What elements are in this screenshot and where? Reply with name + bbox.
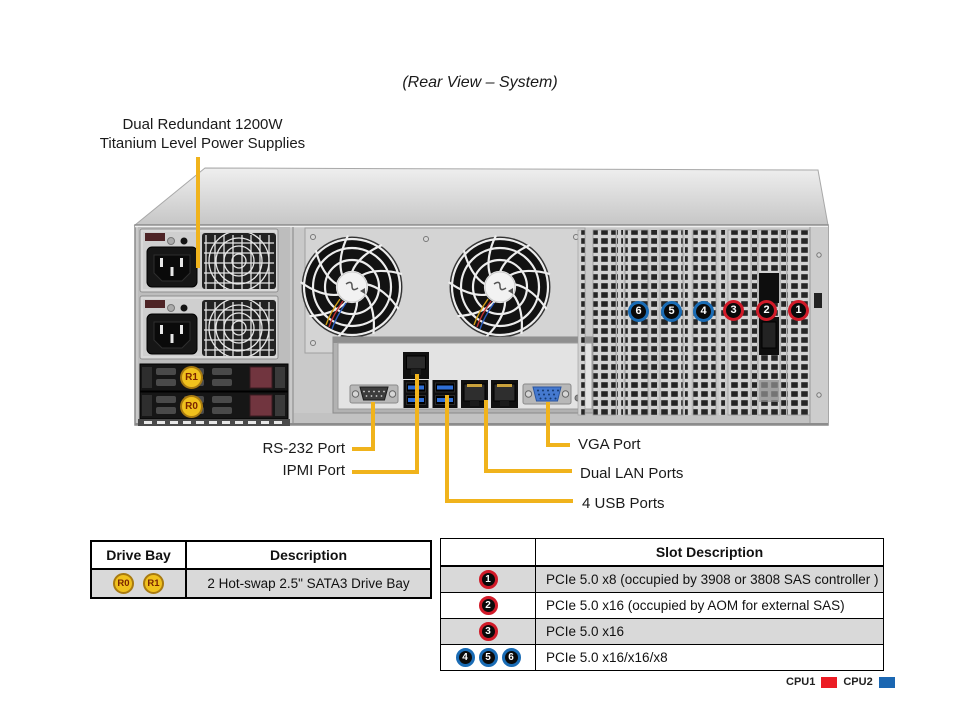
ipmi-pointer-line bbox=[415, 374, 419, 474]
vga-pointer-line bbox=[546, 402, 550, 447]
rs232-pointer-line bbox=[371, 402, 375, 451]
drive-table-header-bay: Drive Bay bbox=[92, 542, 187, 568]
cpu2-color-swatch bbox=[878, 676, 895, 688]
ipmi-pointer-line bbox=[352, 470, 419, 474]
slot-badge-6: 6 bbox=[501, 648, 521, 667]
slot-table-row-1: 1 PCIe 5.0 x8 (occupied by 3908 or 3808 … bbox=[441, 567, 883, 593]
exhaust-fan bbox=[299, 235, 403, 338]
psu-pointer-line bbox=[196, 157, 200, 268]
rs232-port-graphic bbox=[349, 384, 399, 404]
chassis-illustration bbox=[133, 167, 829, 426]
drive-latch bbox=[249, 366, 273, 389]
pcie-bracket bbox=[786, 229, 811, 416]
slot-row-2-badges: 2 bbox=[441, 593, 536, 618]
slot-badge-5: 5 bbox=[478, 648, 498, 667]
cpu1-label: CPU1 bbox=[786, 676, 816, 688]
psu-callout-line1: Dual Redundant 1200W bbox=[122, 116, 283, 133]
lan-port-graphic bbox=[461, 380, 488, 408]
psu-fan-grille bbox=[202, 233, 276, 289]
drive-table-badges: R0 R1 bbox=[92, 570, 187, 597]
chassis-slot-badge-2: 2 bbox=[756, 300, 777, 321]
usb-label: 4 USB Ports bbox=[582, 495, 665, 512]
drive-bay-table: Drive Bay Description R0 R1 2 Hot-swap 2… bbox=[90, 540, 432, 599]
drive-table-description: 2 Hot-swap 2.5" SATA3 Drive Bay bbox=[207, 576, 410, 591]
pcie-bracket bbox=[659, 229, 684, 416]
slot-table-header-row: Slot Description bbox=[441, 539, 883, 567]
ipmi-label: IPMI Port bbox=[282, 462, 345, 479]
slot-table-header-title: Slot Description bbox=[655, 544, 764, 560]
lan-pointer-line bbox=[484, 400, 488, 473]
drive-badge-r1: R1 bbox=[143, 573, 164, 594]
slot-row-4-badges: 4 5 6 bbox=[441, 645, 536, 670]
vga-pointer-line bbox=[546, 443, 570, 447]
psu-module bbox=[139, 228, 279, 293]
slot-table-row-3: 3 PCIe 5.0 x16 bbox=[441, 619, 883, 645]
pcie-bracket bbox=[727, 229, 752, 416]
psu-label-sticker bbox=[145, 233, 165, 241]
pcie-slot-area bbox=[577, 227, 828, 423]
slot-table-row-4: 4 5 6 PCIe 5.0 x16/x16/x8 bbox=[441, 645, 883, 670]
rs232-pointer-line bbox=[352, 447, 375, 451]
page-title: (Rear View – System) bbox=[402, 74, 558, 91]
vga-label: VGA Port bbox=[578, 436, 641, 453]
psu-callout: Dual Redundant 1200W Titanium Level Powe… bbox=[70, 115, 335, 153]
chassis-slot-badge-4: 4 bbox=[693, 301, 714, 322]
sas-card-top bbox=[759, 273, 779, 303]
slot-row-1-badges: 1 bbox=[441, 567, 536, 592]
slot-row-3-description: PCIe 5.0 x16 bbox=[546, 624, 625, 639]
slot-badge-1: 1 bbox=[478, 570, 498, 589]
slot-description-table: Slot Description 1 PCIe 5.0 x8 (occupied… bbox=[440, 538, 884, 671]
psu-led bbox=[167, 237, 175, 245]
usb-pointer-line bbox=[445, 499, 573, 503]
drive-table-row: R0 R1 2 Hot-swap 2.5" SATA3 Drive Bay bbox=[92, 570, 430, 597]
slot-row-2-description: PCIe 5.0 x16 (occupied by AOM for extern… bbox=[546, 598, 845, 613]
slot-badge-4: 4 bbox=[455, 648, 475, 667]
chassis-slot-badge-5: 5 bbox=[661, 301, 682, 322]
chassis-slot-badge-6: 6 bbox=[628, 301, 649, 322]
psu-callout-line2: Titanium Level Power Supplies bbox=[99, 135, 306, 152]
drive-table-header-desc: Description bbox=[269, 547, 347, 563]
psu-button bbox=[180, 237, 188, 245]
slot-row-4-description: PCIe 5.0 x16/x16/x8 bbox=[546, 650, 668, 665]
chassis-slot-badge-1: 1 bbox=[788, 300, 809, 321]
pcie-bracket bbox=[624, 229, 649, 416]
pcie-bracket bbox=[692, 229, 717, 416]
chassis-slot-badge-3: 3 bbox=[723, 300, 744, 321]
pcie-bracket bbox=[592, 229, 617, 416]
slot-row-3-badges: 3 bbox=[441, 619, 536, 644]
usb-pointer-line bbox=[445, 395, 449, 503]
slot-table-row-2: 2 PCIe 5.0 x16 (occupied by AOM for exte… bbox=[441, 593, 883, 619]
slot-row-1-description: PCIe 5.0 x8 (occupied by 3908 or 3808 SA… bbox=[546, 572, 879, 587]
lan-pointer-line bbox=[484, 469, 572, 473]
slot-table-header-empty bbox=[441, 539, 536, 565]
drive-table-header-row: Drive Bay Description bbox=[92, 542, 430, 570]
chassis-top bbox=[133, 167, 829, 226]
cpu-legend: CPU1 CPU2 bbox=[786, 676, 895, 688]
cpu2-label: CPU2 bbox=[843, 676, 873, 688]
lan-label: Dual LAN Ports bbox=[580, 465, 684, 482]
slot-badge-2: 2 bbox=[478, 596, 498, 615]
slot-badge-3: 3 bbox=[478, 622, 498, 641]
chassis-drive-badge-r0: R0 bbox=[180, 395, 203, 418]
drive-tray bbox=[139, 363, 289, 392]
drive-badge-r0: R0 bbox=[113, 573, 134, 594]
rs232-label: RS-232 Port bbox=[262, 440, 345, 457]
chassis-drive-badge-r1: R1 bbox=[180, 366, 203, 389]
cpu1-color-swatch bbox=[821, 676, 838, 688]
